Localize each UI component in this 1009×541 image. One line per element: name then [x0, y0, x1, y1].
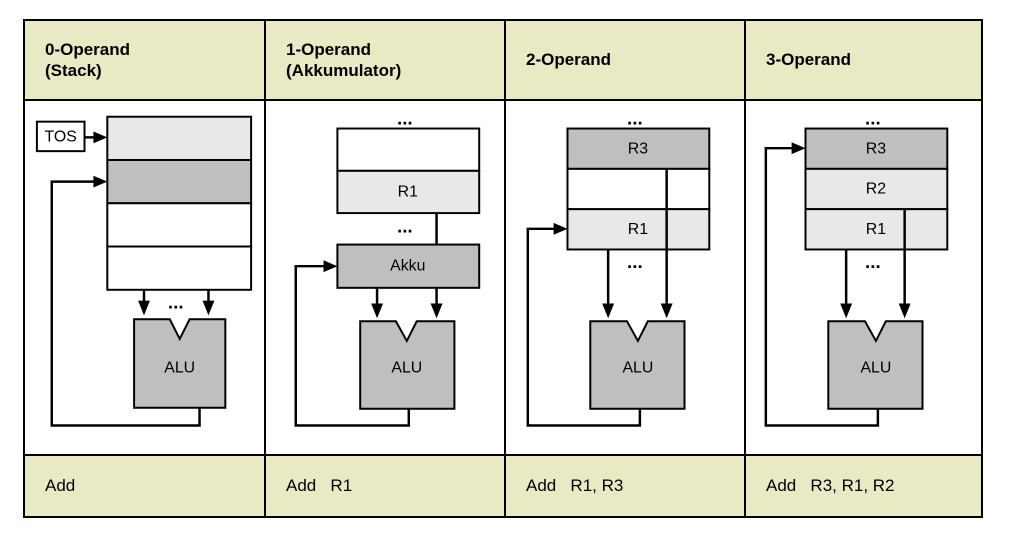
stack-diagram: ... TOS — [25, 101, 264, 454]
diagram-cell-1-operand: ... R1 ... Akku — [266, 101, 506, 454]
accumulator-box: Akku — [336, 243, 481, 289]
header-title-1-operand: 1-Operand (Akkumulator) — [286, 39, 402, 80]
accumulator-label: Akku — [390, 257, 425, 274]
tos-label: TOS — [45, 129, 77, 146]
alu-unit: ALU — [133, 318, 227, 409]
header-title-0-operand: 0-Operand (Stack) — [45, 39, 131, 80]
instruction-label-0-operand: Add — [45, 476, 76, 495]
accumulator-diagram: ... R1 ... Akku — [266, 101, 504, 454]
register-r1-label: R1 — [398, 184, 418, 201]
reg-top-ellipsis: ... — [627, 108, 643, 129]
diagram-cell-0-operand: ... TOS — [25, 101, 266, 454]
header-cell-3-operand: 3-Operand — [746, 21, 981, 99]
alu-unit: ALU — [589, 320, 686, 410]
three-operand-diagram: ... R3 R2 R1 ... — [746, 101, 981, 454]
reg-top-ellipsis: ... — [865, 108, 881, 129]
tos-pointer: TOS — [35, 120, 108, 153]
alu-label: ALU — [860, 360, 891, 377]
instruction-label-2-operand: Add R1, R3 — [526, 476, 624, 495]
register-r3-label: R3 — [628, 140, 648, 157]
register-box: R3 R2 R1 — [804, 127, 949, 251]
stack-box — [106, 115, 253, 291]
header-title-2-operand: 2-Operand — [526, 50, 612, 70]
register-r1-label: R1 — [628, 221, 648, 238]
table-header-row: 0-Operand (Stack) 1-Operand (Akkumulator… — [25, 21, 981, 101]
alu-unit: ALU — [359, 320, 456, 410]
table-footer-row: Add Add R1 Add R1, R3 Add R3, R1, R2 — [25, 454, 981, 516]
table-body-row: ... TOS — [25, 101, 981, 454]
alu-feedback-path — [294, 260, 411, 427]
reg-bottom-ellipsis: ... — [627, 251, 643, 272]
alu-label: ALU — [622, 360, 653, 377]
instruction-label-3-operand: Add R3, R1, R2 — [766, 476, 895, 495]
alu-label: ALU — [391, 360, 422, 377]
instruction-cell-0-operand: Add — [25, 456, 266, 516]
stack-ellipsis: ... — [168, 292, 184, 313]
alu-feedback-path — [526, 222, 642, 427]
register-r1-label: R1 — [866, 221, 886, 238]
reg-bottom-ellipsis: ... — [397, 216, 413, 237]
header-cell-1-operand: 1-Operand (Akkumulator) — [266, 21, 506, 99]
alu-feedback-path — [50, 175, 201, 427]
instruction-cell-2-operand: Add R1, R3 — [506, 456, 746, 516]
two-operand-diagram: ... R3 R1 ... — [506, 101, 744, 454]
register-box: R3 R1 — [566, 127, 711, 251]
header-cell-2-operand: 2-Operand — [506, 21, 746, 99]
instruction-cell-3-operand: Add R3, R1, R2 — [746, 456, 981, 516]
alu-label: ALU — [164, 360, 195, 377]
alu-unit: ALU — [827, 320, 924, 410]
instruction-label-1-operand: Add R1 — [286, 476, 353, 495]
alu-feedback-path — [764, 142, 880, 427]
header-cell-0-operand: 0-Operand (Stack) — [25, 21, 266, 99]
register-r3-label: R3 — [866, 140, 886, 157]
register-box: R1 — [336, 127, 481, 215]
instruction-cell-1-operand: Add R1 — [266, 456, 506, 516]
diagram-cell-3-operand: ... R3 R2 R1 ... — [746, 101, 981, 454]
diagram-cell-2-operand: ... R3 R1 ... — [506, 101, 746, 454]
operand-format-table: 0-Operand (Stack) 1-Operand (Akkumulator… — [23, 19, 983, 518]
reg-bottom-ellipsis: ... — [865, 251, 881, 272]
register-r2-label: R2 — [866, 181, 886, 198]
reg-top-ellipsis: ... — [397, 108, 413, 129]
header-title-3-operand: 3-Operand — [766, 50, 852, 70]
